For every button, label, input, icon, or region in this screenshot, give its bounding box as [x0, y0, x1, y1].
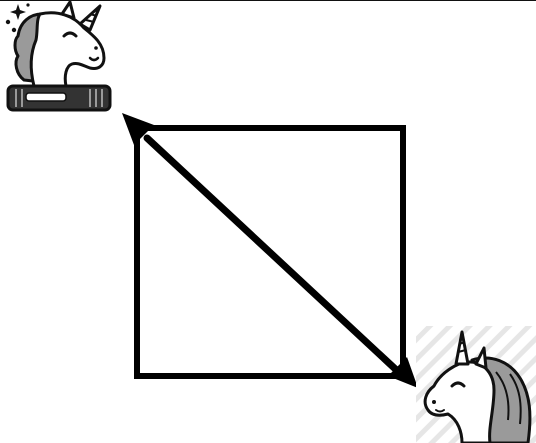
- unicorn-head-icon: [416, 326, 536, 443]
- diagonal-connector: [147, 138, 405, 378]
- unicorn-on-bar-icon: [6, 2, 110, 110]
